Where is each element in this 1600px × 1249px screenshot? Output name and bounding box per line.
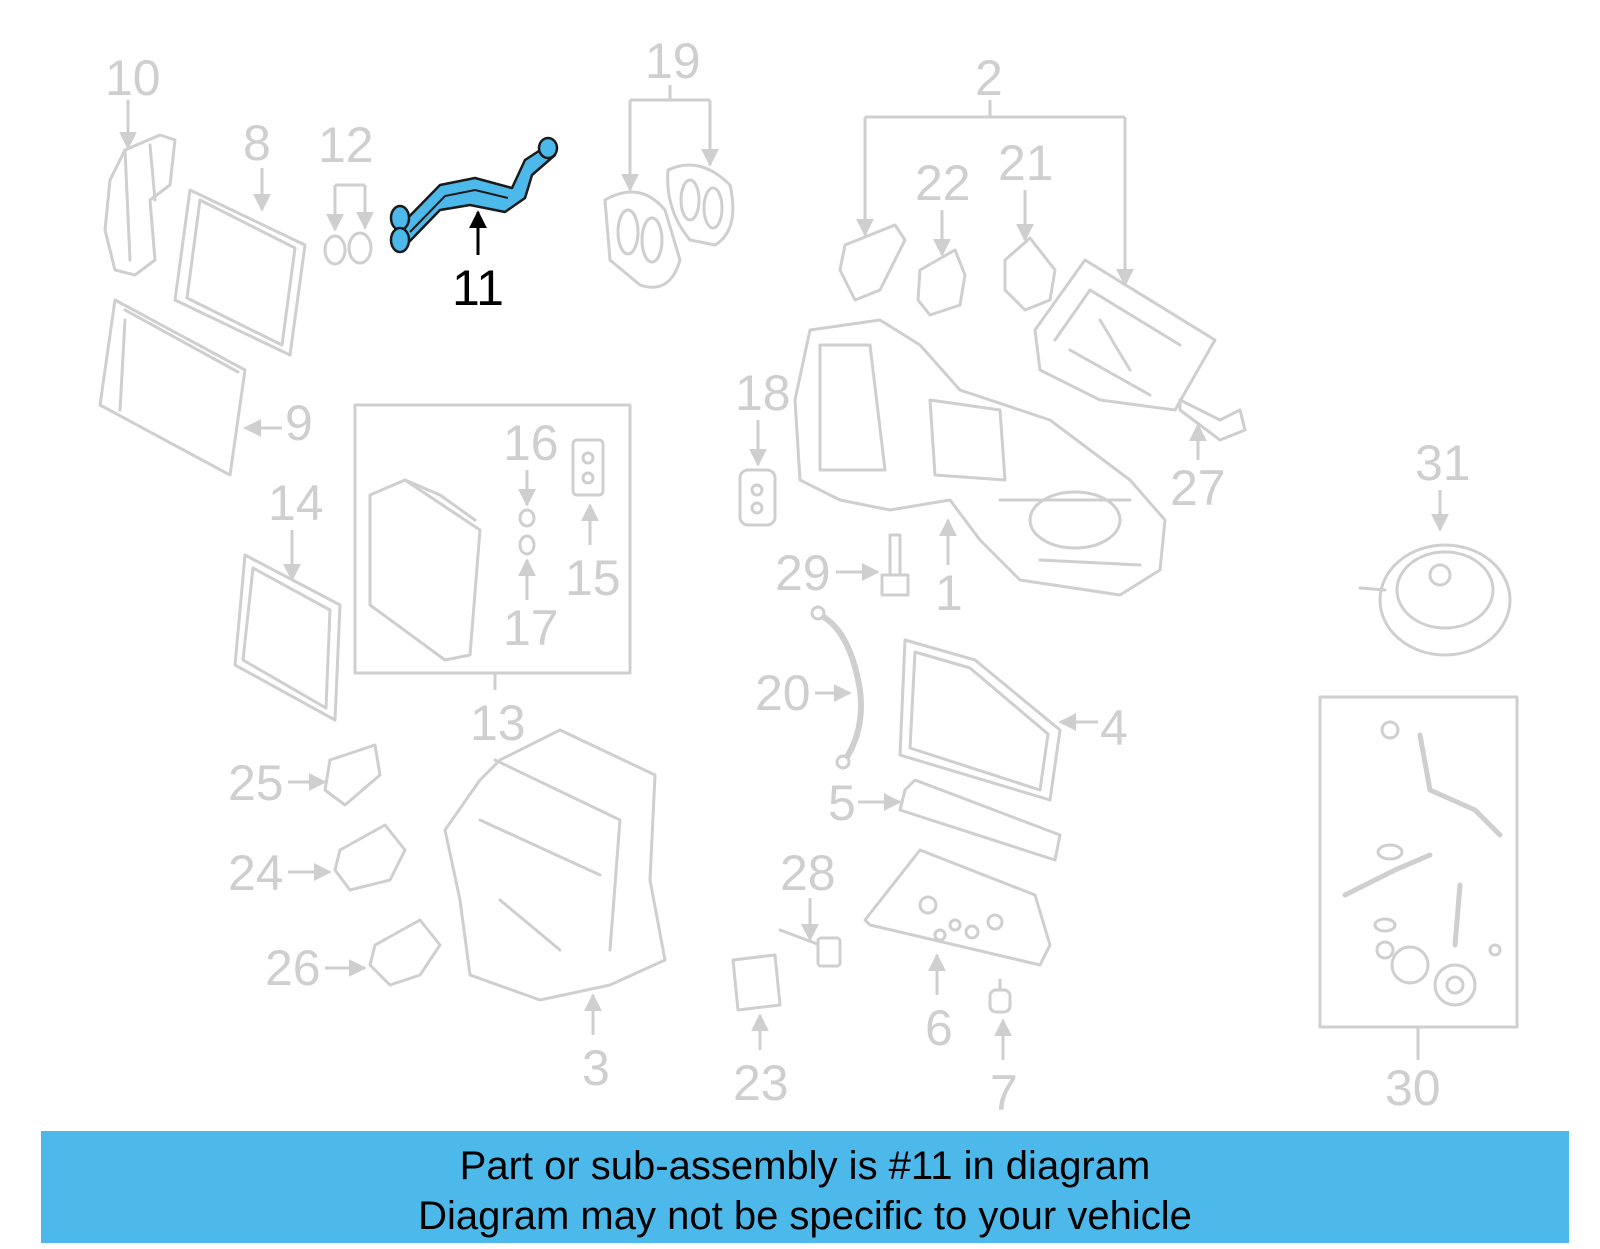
part-31-blower-motor — [1358, 543, 1512, 657]
part-23-module — [731, 953, 782, 1012]
group-30-box — [1318, 695, 1519, 1029]
callout-14[interactable]: 14 — [268, 475, 324, 531]
callout-15[interactable]: 15 — [565, 550, 621, 606]
part-2-upper-case — [1033, 258, 1217, 412]
callout-22[interactable]: 22 — [915, 155, 971, 211]
callout-23[interactable]: 23 — [733, 1055, 789, 1111]
callout-12[interactable]: 12 — [318, 117, 374, 173]
callout-28[interactable]: 28 — [780, 845, 836, 901]
part-15-expansion-valve — [571, 438, 605, 497]
callout-24[interactable]: 24 — [228, 845, 284, 901]
group-13-box — [353, 403, 632, 675]
callout-16[interactable]: 16 — [503, 415, 559, 471]
part-27-sensor — [1178, 398, 1247, 442]
part-21-actuator — [1003, 236, 1057, 312]
part-4-filter — [898, 638, 1062, 802]
part-9-evaporator — [98, 298, 247, 477]
part-3-lower-case — [443, 728, 667, 1002]
caption-line-1: Part or sub-assembly is #11 in diagram — [459, 1144, 1151, 1188]
part-19-seals — [603, 163, 735, 289]
part-16-o-ring — [518, 508, 536, 528]
part-17-o-ring — [518, 534, 536, 556]
part-25-actuator — [323, 743, 382, 807]
part-8-heater-core — [173, 188, 307, 357]
callout-21[interactable]: 21 — [998, 135, 1054, 191]
part-20-hose — [810, 605, 864, 770]
part-22-actuator — [916, 248, 967, 317]
part-7-clip — [988, 978, 1012, 1014]
callout-29[interactable]: 29 — [775, 545, 831, 601]
callout-11[interactable]: 11 — [452, 260, 504, 316]
part-13-cover — [368, 478, 482, 662]
callout-3[interactable]: 3 — [582, 1040, 610, 1096]
callout-10[interactable]: 10 — [105, 50, 161, 106]
callout-9[interactable]: 9 — [285, 395, 313, 451]
callout-5[interactable]: 5 — [828, 775, 856, 831]
callout-2[interactable]: 2 — [975, 50, 1003, 106]
part-1-main-housing — [793, 318, 1167, 597]
part-14-filter — [233, 553, 342, 722]
part-30-linkage-kit — [1342, 720, 1503, 1007]
callout-25[interactable]: 25 — [228, 755, 284, 811]
part-24-actuator — [333, 823, 407, 892]
part-10-bracket — [103, 133, 177, 277]
caption-line-2: Diagram may not be specific to your vehi… — [418, 1194, 1192, 1238]
callout-4[interactable]: 4 — [1100, 700, 1128, 756]
callout-7[interactable]: 7 — [990, 1065, 1018, 1121]
callout-30[interactable]: 30 — [1385, 1060, 1441, 1116]
callout-19[interactable]: 19 — [645, 33, 701, 89]
callout-1[interactable]: 1 — [935, 565, 963, 621]
callout-18[interactable]: 18 — [735, 365, 791, 421]
caption-banner: Part or sub-assembly is #11 in diagram D… — [41, 1131, 1569, 1243]
part-18-connector — [738, 468, 777, 527]
callout-31[interactable]: 31 — [1415, 435, 1471, 491]
part-11-heater-pipes — [389, 136, 559, 254]
callout-20[interactable]: 20 — [755, 665, 811, 721]
part-28-sensor — [778, 928, 842, 968]
part-12-o-rings — [323, 231, 373, 266]
part-26-actuator — [368, 918, 442, 987]
part-2-left-actuator — [838, 223, 907, 302]
callout-27[interactable]: 27 — [1170, 460, 1226, 516]
callout-17[interactable]: 17 — [503, 600, 559, 656]
callout-8[interactable]: 8 — [243, 115, 271, 171]
part-29-bolt — [880, 533, 910, 597]
callout-6[interactable]: 6 — [925, 1000, 953, 1056]
callout-13[interactable]: 13 — [470, 695, 526, 751]
callout-26[interactable]: 26 — [265, 940, 321, 996]
part-6-plate — [863, 848, 1052, 967]
